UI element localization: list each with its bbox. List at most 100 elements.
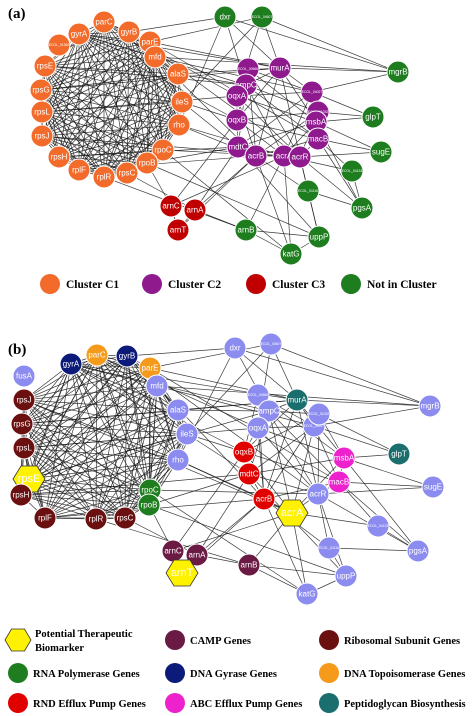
legend-hexagon-swatch — [4, 628, 32, 652]
b-edge — [20, 459, 179, 496]
a-node-gyrb: gyrB — [117, 20, 141, 44]
a-edge — [170, 155, 285, 207]
legend-label: ABC Efflux Pump Genes — [190, 699, 302, 710]
a-edge — [224, 16, 281, 69]
a-edge — [245, 155, 285, 231]
a-edge — [41, 73, 179, 113]
a-edge — [41, 124, 180, 137]
a-node-oqxb: oqxB — [225, 108, 249, 132]
node-circle — [223, 336, 247, 360]
node-circle — [418, 394, 442, 418]
a-edge — [58, 33, 80, 158]
b-edge — [338, 481, 434, 488]
node-circle — [237, 553, 261, 577]
a-edge — [78, 21, 105, 171]
a-edge — [245, 84, 285, 157]
node-circle — [33, 506, 57, 530]
a-edge — [44, 65, 164, 151]
a-edge — [103, 73, 179, 178]
legend-swatch — [319, 693, 339, 713]
b-edge — [28, 367, 151, 480]
node-circle — [170, 90, 194, 114]
b-node-oqxb: oqxB — [232, 440, 256, 464]
legend-label: Cluster C3 — [272, 279, 325, 291]
node-label: rpsH — [51, 153, 68, 162]
node-label: ECOL_01032 — [309, 412, 330, 416]
b-edge — [95, 459, 179, 520]
a-edge — [44, 65, 80, 171]
b-edge — [317, 493, 347, 577]
node-label: murA — [270, 64, 290, 73]
b-edge — [28, 409, 179, 480]
node-circle — [12, 436, 36, 460]
node-label: acrA — [276, 152, 293, 161]
node-label: gyrA — [71, 30, 88, 39]
b-edge — [248, 425, 315, 475]
node-circle — [306, 127, 330, 151]
b-edge — [95, 433, 188, 520]
b-edge — [23, 399, 293, 514]
node-label: ECOL_04133 — [342, 169, 363, 173]
node-label: katG — [299, 590, 316, 599]
node-circle — [166, 398, 190, 422]
node-label: dxr — [229, 344, 240, 353]
legend-swatch — [142, 274, 162, 294]
a-node-rplf: rplF — [67, 158, 91, 182]
b-edge — [186, 343, 272, 435]
b-edge — [70, 363, 151, 369]
legend-a-item: Not in Cluster — [341, 274, 437, 294]
a-node-mura: murA — [268, 56, 292, 80]
legend-b-item: Ribosomal Subunit Genes — [319, 630, 460, 650]
a-edge — [299, 156, 363, 209]
b-node-rpsl: rpsL — [12, 436, 36, 460]
node-label: acrR — [292, 153, 309, 162]
legend-label: RND Efflux Pump Genes — [33, 699, 146, 710]
node-label: arnA — [187, 206, 205, 215]
node-label: acrA — [281, 507, 304, 519]
node-label: rpsH — [13, 491, 30, 500]
b-edge — [296, 399, 431, 407]
a-node-ecol_04133: ECOL_04133 — [340, 159, 364, 183]
legend-b-item: DNA Gyrase Genes — [165, 663, 277, 683]
b-node-ecol_04133: ECOL_04133 — [366, 514, 390, 538]
node-label: rplF — [72, 166, 86, 175]
a-node-uppp: uppP — [307, 225, 331, 249]
legend-label: Cluster C2 — [168, 279, 221, 291]
b-node-glpt: glpT — [387, 442, 411, 466]
node-label: rplR — [89, 515, 104, 524]
node-label: fusA — [16, 372, 33, 381]
node-circle — [307, 402, 331, 426]
b-node-acra: acrA — [275, 499, 309, 527]
a-edge — [103, 56, 156, 178]
a-node-katg: katG — [279, 242, 303, 266]
a-node-acrr: acrR — [288, 145, 312, 169]
a-edge — [194, 155, 257, 211]
b-edge — [268, 410, 340, 483]
node-label: ampC — [258, 407, 280, 416]
legend-swatch — [8, 693, 28, 713]
b-edge — [23, 399, 179, 411]
legend-swatch — [341, 274, 361, 294]
a-node-arnt: arnT — [166, 218, 190, 242]
b-edge — [21, 423, 150, 506]
a-edge — [103, 21, 164, 151]
a-node-rpob: rpoB — [135, 151, 159, 175]
a-edge — [245, 84, 319, 140]
a-edge — [44, 41, 151, 67]
a-edge — [40, 56, 156, 91]
b-edge — [148, 504, 347, 577]
a-edge — [41, 101, 183, 137]
node-circle — [250, 5, 274, 29]
node-circle — [117, 20, 141, 44]
node-circle — [246, 383, 270, 407]
a-node-ecol_01116: ECOL_01116 — [296, 179, 320, 203]
a-edge — [237, 91, 313, 148]
node-circle — [386, 60, 410, 84]
panel-b-label: (b) — [8, 342, 26, 358]
a-edge — [236, 95, 317, 123]
node-label: rplR — [97, 173, 112, 182]
b-edge — [96, 354, 179, 411]
b-edge — [70, 363, 245, 453]
b-edge — [44, 409, 179, 519]
node-label: ampC — [235, 81, 257, 90]
